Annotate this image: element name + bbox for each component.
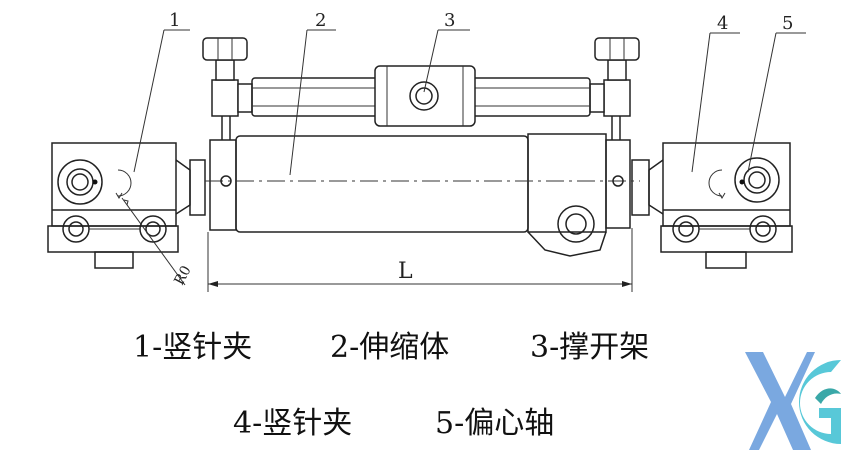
radius-label: R0	[171, 263, 194, 288]
logo-g-mark	[799, 360, 841, 444]
left-vertical-clamp	[47, 142, 206, 286]
legend-item-3: 3-撑开架	[530, 330, 650, 365]
legend-item-2: 2-伸缩体	[330, 330, 450, 365]
telescopic-body	[205, 116, 640, 257]
callout-5: 5	[782, 13, 793, 34]
callout-3: 3	[444, 10, 455, 31]
callout-2: 2	[315, 10, 326, 31]
legend-item-5: 5-偏心轴	[435, 406, 555, 441]
logo-x-mark	[745, 352, 815, 450]
callout-1: 1	[169, 10, 180, 31]
callout-leaders	[133, 29, 806, 176]
length-label: L	[398, 259, 413, 284]
legend-item-1: 1-竖针夹	[133, 330, 253, 365]
dimension-length: L	[207, 228, 633, 292]
xg-logo	[745, 352, 841, 450]
callout-4: 4	[717, 13, 728, 34]
spreader-frame	[202, 37, 640, 127]
legend-item-4: 4-竖针夹	[233, 406, 353, 441]
right-vertical-clamp	[631, 142, 793, 269]
